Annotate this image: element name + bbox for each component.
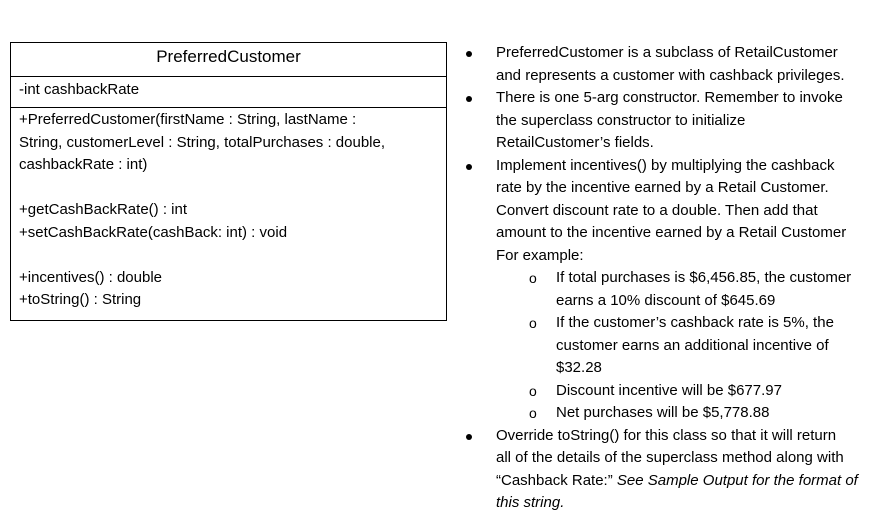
sub-bullet-text: earns a 10% discount of $645.69 — [556, 291, 776, 309]
sub-bullet-text: If the customer’s cashback rate is 5%, t… — [556, 314, 834, 331]
bullet-italic-text: See Sample Output for the format of — [616, 471, 858, 489]
bullet-text: all of the details of the superclass met… — [496, 449, 844, 466]
uml-attribute: -int cashbackRate — [19, 81, 140, 98]
uml-method-line: +PreferredCustomer(firstName : String, l… — [19, 111, 357, 128]
bullet-dot-icon — [466, 433, 472, 440]
uml-method-line: +incentives() : double — [19, 268, 162, 286]
bullet-text: Implement incentives() by multiplying th… — [496, 156, 835, 174]
bullet-item: PreferredCustomer is a subclass of Retai… — [466, 42, 890, 87]
uml-method-line: +getCashBackRate() : int — [19, 201, 187, 218]
uml-attributes: -int cashbackRate — [11, 77, 446, 108]
bullet-text: “Cashback Rate:” — [496, 471, 617, 489]
bullet-text: RetailCustomer’s fields. — [496, 134, 654, 151]
requirements-list: PreferredCustomer is a subclass of Retai… — [466, 42, 890, 515]
circle-bullet-icon: o — [529, 382, 537, 399]
sub-bullet-item: o If the customer’s cashback rate is 5%,… — [466, 312, 890, 380]
bullet-text: There is one 5-arg constructor. Remember… — [496, 89, 843, 106]
bullet-italic-text: this string. — [496, 494, 565, 511]
uml-method-line: cashbackRate : int) — [19, 156, 148, 173]
bullet-item: Implement incentives() by multiplying th… — [466, 155, 890, 268]
sub-bullet-text: Discount incentive will be $677.97 — [556, 381, 782, 399]
bullet-text: amount to the incentive earned by a Reta… — [496, 224, 847, 241]
sub-bullet-item: o Net purchases will be $5,778.88 — [466, 402, 890, 425]
circle-bullet-icon: o — [529, 270, 537, 286]
sub-bullet-text: Net purchases will be $5,778.88 — [556, 404, 770, 421]
sub-bullet-text: $32.28 — [556, 359, 602, 376]
bullet-text: and represents a customer with cashback … — [496, 66, 845, 84]
uml-class-name: PreferredCustomer — [11, 43, 446, 77]
uml-method-gap — [19, 177, 438, 200]
bullet-text: the superclass constructor to initialize — [496, 111, 746, 129]
uml-methods: +PreferredCustomer(firstName : String, l… — [11, 108, 446, 320]
bullet-text: Convert discount rate to a double. Then … — [496, 201, 818, 219]
sub-bullet-item: o If total purchases is $6,456.85, the c… — [466, 267, 890, 312]
uml-class-box: PreferredCustomer -int cashbackRate +Pre… — [10, 42, 447, 321]
circle-bullet-icon: o — [529, 315, 537, 331]
bullet-text-mixed: “Cashback Rate:” See Sample Output for t… — [496, 470, 890, 493]
uml-method-gap — [19, 244, 438, 267]
bullet-dot-icon — [466, 163, 472, 170]
bullet-dot-icon — [466, 96, 472, 102]
bullet-text: For example: — [496, 246, 584, 264]
bullet-text: PreferredCustomer is a subclass of Retai… — [496, 44, 838, 61]
circle-bullet-icon: o — [529, 405, 537, 421]
uml-method-line: String, customerLevel : String, totalPur… — [19, 133, 386, 151]
sub-bullet-item: o Discount incentive will be $677.97 — [466, 380, 890, 403]
sub-bullet-text: customer earns an additional incentive o… — [556, 336, 829, 354]
bullet-dot-icon — [466, 51, 472, 57]
sub-bullet-text: If total purchases is $6,456.85, the cus… — [556, 269, 852, 286]
uml-method-line: +toString() : String — [19, 291, 142, 308]
bullet-item: There is one 5-arg constructor. Remember… — [466, 87, 890, 155]
bullet-text: rate by the incentive earned by a Retail… — [496, 179, 829, 196]
bullet-item: Override toString() for this class so th… — [466, 425, 890, 515]
bullet-text: Override toString() for this class so th… — [496, 426, 837, 444]
uml-method-line: +setCashBackRate(cashBack: int) : void — [19, 223, 288, 241]
